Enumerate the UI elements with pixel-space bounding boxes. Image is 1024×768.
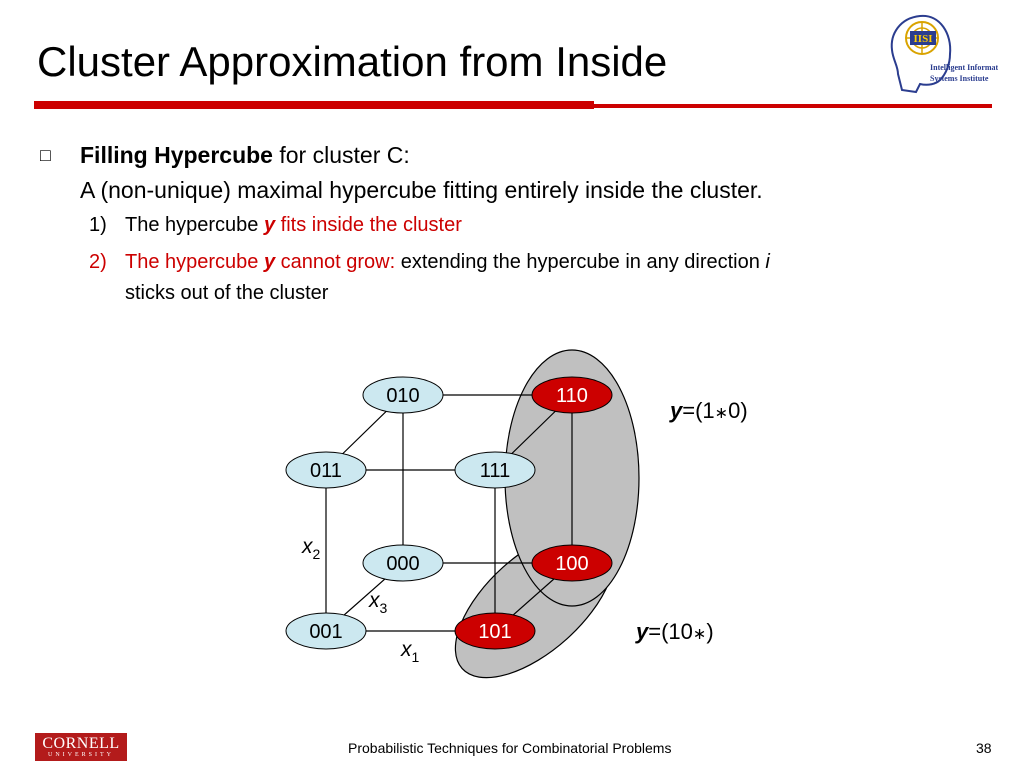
bullet-line-2: A (non-unique) maximal hypercube fitting… — [80, 177, 763, 203]
node-001-label: 001 — [309, 621, 342, 643]
bullet-bold-term: Filling Hypercube — [80, 142, 273, 168]
axis-x2-label: x2 — [301, 535, 321, 562]
hypercube-label-1-eq: =(1 — [682, 398, 714, 423]
cornell-subtitle: UNIVERSITY — [48, 752, 114, 758]
bullet-square-icon: □ — [40, 145, 51, 165]
slide-title: Cluster Approximation from Inside — [37, 38, 668, 85]
hypercube-label-2-rest: ) — [706, 619, 713, 644]
hypercube-label-1-star: ∗ — [715, 405, 728, 422]
logo-line2: Systems Institute — [930, 74, 989, 83]
node-011: 011 — [285, 451, 367, 489]
subpoint-2-text-a: The hypercube — [125, 251, 264, 273]
cornell-wordmark: CORNELL — [42, 735, 120, 752]
subpoint-2-text-b: cannot grow: — [275, 251, 401, 273]
subpoint-1-num: 1) — [89, 214, 107, 236]
node-111-label: 111 — [480, 460, 510, 482]
node-111: 111 — [454, 451, 536, 489]
axis-x2-var: x — [301, 535, 314, 558]
axis-x1-label: x1 — [400, 638, 420, 665]
axis-x1-sub: 1 — [412, 649, 420, 665]
logo-acronym: IISI — [914, 33, 933, 45]
axis-x3-label: x3 — [368, 589, 388, 616]
cornell-logo: CORNELL UNIVERSITY — [35, 733, 127, 761]
hypercube-label-1-rest: 0) — [728, 398, 748, 423]
subpoint-2-var-i: i — [765, 251, 770, 273]
footer-course-title: Probabilistic Techniques for Combinatori… — [348, 740, 672, 756]
hypercube-label-1-var: y — [669, 398, 684, 423]
subpoint-2-text-c: extending the hypercube in any direction — [400, 251, 766, 273]
node-011-label: 011 — [310, 460, 342, 482]
hypercube-label-2-star: ∗ — [693, 626, 706, 643]
axis-x1-var: x — [400, 638, 413, 661]
hypercube-label-2: y=(10∗) — [635, 619, 714, 644]
node-010-label: 010 — [386, 385, 419, 407]
hypercube-label-2-var: y — [635, 619, 650, 644]
node-100-label: 100 — [555, 553, 588, 575]
subpoint-2-num: 2) — [89, 251, 107, 273]
node-000: 000 — [362, 544, 444, 582]
node-110-label: 110 — [556, 385, 588, 407]
node-100: 100 — [531, 544, 613, 582]
hypercube-label-1: y=(1∗0) — [669, 398, 748, 423]
subpoint-1: 1) The hypercube y fits inside the clust… — [89, 212, 462, 238]
node-000-label: 000 — [386, 553, 419, 575]
logo-line1: Intelligent Information — [930, 63, 998, 72]
bullet-rest: for cluster C: — [272, 142, 410, 168]
axis-x3-var: x — [368, 589, 381, 612]
subpoint-1-var: y — [263, 214, 276, 236]
subpoint-2: 2) The hypercube y cannot grow: extendin… — [89, 249, 770, 275]
node-101: 101 — [454, 612, 536, 650]
subpoint-1-text-b: fits inside the cluster — [275, 214, 462, 236]
subpoint-1-text: The hypercube y fits inside the cluster — [125, 212, 462, 238]
node-010: 010 — [362, 376, 444, 414]
node-001: 001 — [285, 612, 367, 650]
page-number: 38 — [976, 740, 992, 756]
subpoint-1-text-a: The hypercube — [125, 214, 264, 236]
axis-x2-sub: 2 — [313, 546, 321, 562]
subpoint-2-text: The hypercube y cannot grow: extending t… — [125, 249, 770, 275]
hypercube-label-2-eq: =(10 — [648, 619, 693, 644]
subpoint-2-line-2: sticks out of the cluster — [125, 282, 329, 304]
node-110: 110 — [531, 376, 613, 414]
bullet-line-1: Filling Hypercube for cluster C: — [80, 141, 410, 169]
axis-x3-sub: 3 — [380, 600, 388, 616]
subpoint-2-var: y — [263, 251, 276, 273]
node-101-label: 101 — [478, 621, 511, 643]
iisi-logo: IISI Intelligent Information Systems Ins… — [880, 4, 1009, 102]
title-rule — [34, 104, 992, 108]
iisi-logo-graphic: IISI Intelligent Information Systems Ins… — [890, 14, 1009, 94]
